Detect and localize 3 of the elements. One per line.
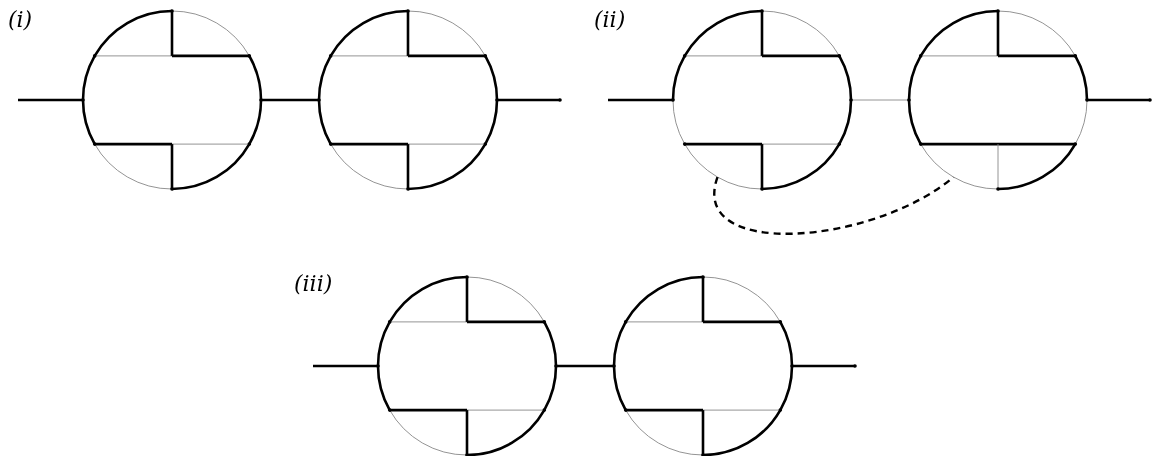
panel-label: (ii) xyxy=(594,8,626,32)
panel-label: (i) xyxy=(8,8,33,32)
panel-label: (iii) xyxy=(294,272,333,296)
